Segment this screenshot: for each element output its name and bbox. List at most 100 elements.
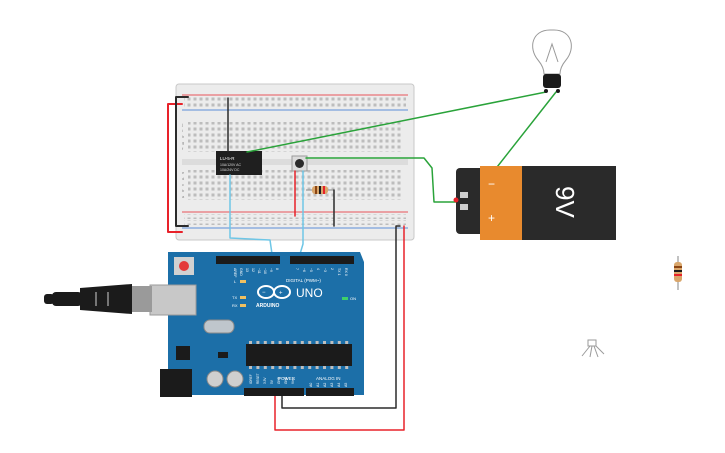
pin-label: 3.3V [263, 377, 267, 384]
wire-green-bulb-battery[interactable] [489, 91, 557, 177]
chip-pin [315, 341, 319, 344]
battery-plus: + [488, 211, 495, 225]
chip-pin [263, 341, 267, 344]
resistor-on-board[interactable] [306, 186, 334, 194]
wire-red-5v[interactable] [274, 225, 405, 431]
pin-label: ~11 [257, 268, 261, 274]
row-letter: j [181, 122, 183, 127]
pin-label: ~3 [323, 268, 327, 272]
pin-label: Vin [291, 379, 295, 384]
analog-label: ANALOG IN [316, 376, 341, 381]
wire-black-left-rail[interactable] [175, 96, 189, 227]
pin-label: GND [277, 376, 281, 384]
chip-pin [286, 366, 289, 369]
pushbutton-icon[interactable] [291, 155, 308, 172]
l-label: L [234, 279, 237, 284]
chip-pin [308, 341, 312, 344]
digital-label: DIGITAL (PWM~) [286, 278, 321, 283]
chip-pin [337, 341, 341, 344]
chip-pin [345, 341, 349, 344]
pin-label: GND [284, 376, 288, 384]
chip-pin [300, 366, 304, 369]
resistor-icon[interactable] [674, 256, 682, 290]
wire-green-bulb[interactable] [246, 91, 547, 153]
arduino-logo: − + [257, 285, 291, 299]
row-letter: f [182, 146, 184, 151]
chip-pin [330, 366, 334, 369]
pin-label: RESET [256, 373, 260, 384]
chip-pin [315, 366, 319, 369]
row-letter: i [182, 128, 183, 133]
pin-label: A2 [323, 383, 327, 387]
relay[interactable]: LU-5-R 10A/120V AC 10A/24V DC [216, 151, 262, 175]
pin-label: ~9 [269, 268, 273, 272]
pin-label: 7 [295, 268, 299, 270]
pin-label: A0 [309, 383, 313, 387]
chip-pin [308, 366, 312, 369]
pin-label: AREF [233, 268, 237, 277]
relay-spec-1: 10A/120V AC [220, 163, 241, 167]
pin-label: 2 [330, 268, 334, 270]
pin-label: RX 0 [344, 268, 348, 276]
pin-label: A5 [344, 383, 348, 387]
chip-pin [256, 341, 260, 344]
pin-label: A1 [316, 383, 320, 387]
pin-label: 5V [270, 379, 274, 384]
wire-black-gnd[interactable] [281, 225, 401, 409]
chip-pin [249, 341, 252, 344]
wire-button-signal[interactable] [299, 170, 304, 255]
usb-cable-icon[interactable] [44, 284, 152, 314]
chip-pin [249, 366, 252, 369]
pin-label: 4 [316, 268, 320, 270]
pin-label: A4 [337, 383, 341, 387]
on-label: ON [350, 296, 356, 301]
light-bulb-icon[interactable] [532, 29, 572, 93]
pin-label: ~10 [263, 268, 267, 274]
pin-label: 12 [251, 268, 255, 272]
chip-pin [271, 341, 275, 344]
chip-pin [323, 366, 326, 369]
wire-green-battery[interactable] [305, 157, 457, 203]
chip-pin [330, 341, 334, 344]
wire-relay-signal[interactable] [229, 174, 273, 255]
chip-pin [286, 341, 289, 344]
row-letter: g [182, 140, 184, 145]
row-letter: e [182, 170, 185, 175]
wires[interactable] [167, 91, 557, 431]
pin-label: GND [239, 268, 243, 276]
pin-label: TX 1 [337, 268, 341, 275]
pin-label: A3 [330, 383, 334, 387]
chip-pin [278, 366, 282, 369]
pin-label: 8 [275, 268, 279, 270]
chip-pin [263, 366, 267, 369]
battery-label: 9V [550, 186, 580, 218]
reset-button[interactable] [179, 261, 189, 271]
chip-pin [300, 341, 304, 344]
relay-label: LU-5-R [220, 156, 235, 161]
tx-label: TX [232, 295, 237, 300]
chip-pin [278, 341, 282, 344]
uno-label: UNO [296, 286, 323, 300]
chip-pin [323, 341, 326, 344]
row-letter: h [182, 134, 184, 139]
row-letter: a [182, 194, 185, 199]
pin-label: 13 [245, 268, 249, 272]
relay-spec-2: 10A/24V DC [220, 168, 240, 172]
row-letter: c [182, 182, 184, 187]
battery-9v[interactable]: + − 9V [453, 166, 617, 240]
battery-minus: − [488, 177, 495, 191]
svg-text:+: + [279, 291, 283, 297]
pin-label: ~5 [309, 268, 313, 272]
chip-pin [345, 366, 349, 369]
rgb-led-icon[interactable] [581, 339, 605, 358]
power-label: POWER [278, 376, 296, 381]
row-letter: d [182, 176, 184, 181]
chip-pin [256, 366, 260, 369]
pin-label: IOREF [249, 374, 253, 384]
